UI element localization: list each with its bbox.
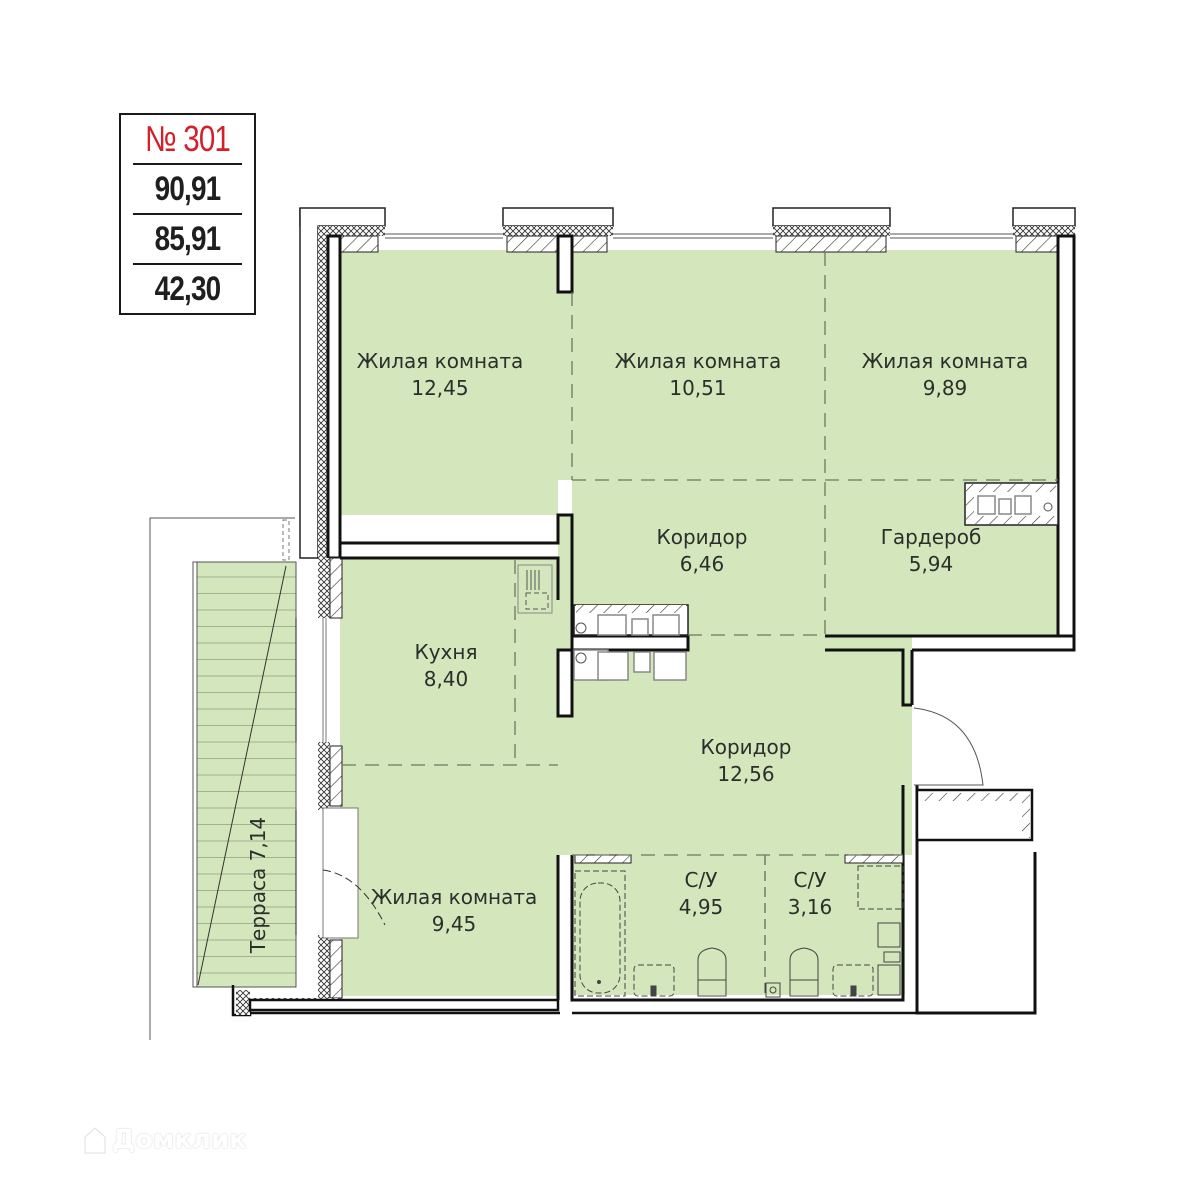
room-label-living-4: Жилая комната 9,45: [370, 885, 538, 936]
terrace-label: Терраса 7,14: [246, 816, 270, 954]
house-logo-icon: [83, 1125, 107, 1155]
room-label-living-1: Жилая комната 12,45: [356, 349, 524, 400]
room-label-living-3: Жилая комната 9,89: [861, 349, 1029, 400]
zone-dividers: [342, 252, 1058, 856]
total-area: 90,91: [132, 165, 243, 215]
floor-fill: [340, 250, 1058, 996]
terrace: [149, 517, 297, 1040]
kitchen-units: [517, 482, 1059, 681]
area-without-terrace: 85,91: [132, 215, 243, 265]
exterior-walls: [231, 207, 1076, 1017]
living-area: 42,30: [154, 269, 221, 308]
watermark-text: Домклик: [112, 1125, 247, 1155]
room-label-wardrobe: Гардероб 5,94: [880, 525, 982, 576]
room-label-living-2: Жилая комната 10,51: [614, 349, 782, 400]
apartment-number: № 301: [132, 115, 243, 165]
apartment-info-box: № 301 90,91 85,91 42,30: [119, 113, 256, 315]
room-label-corridor-2: Коридор 12,56: [700, 735, 792, 786]
room-label-bathroom-1: С/У 4,95: [678, 868, 724, 919]
entry-door-swing: [913, 707, 984, 786]
bathroom-fixtures: [574, 854, 904, 998]
room-label-bathroom-2: С/У 3,16: [787, 868, 833, 919]
room-label-corridor-1: Коридор 6,46: [656, 525, 748, 576]
room-label-kitchen: Кухня 8,40: [414, 640, 478, 691]
interior-walls: [338, 234, 1076, 1015]
domclick-watermark: Домклик: [82, 1125, 247, 1155]
